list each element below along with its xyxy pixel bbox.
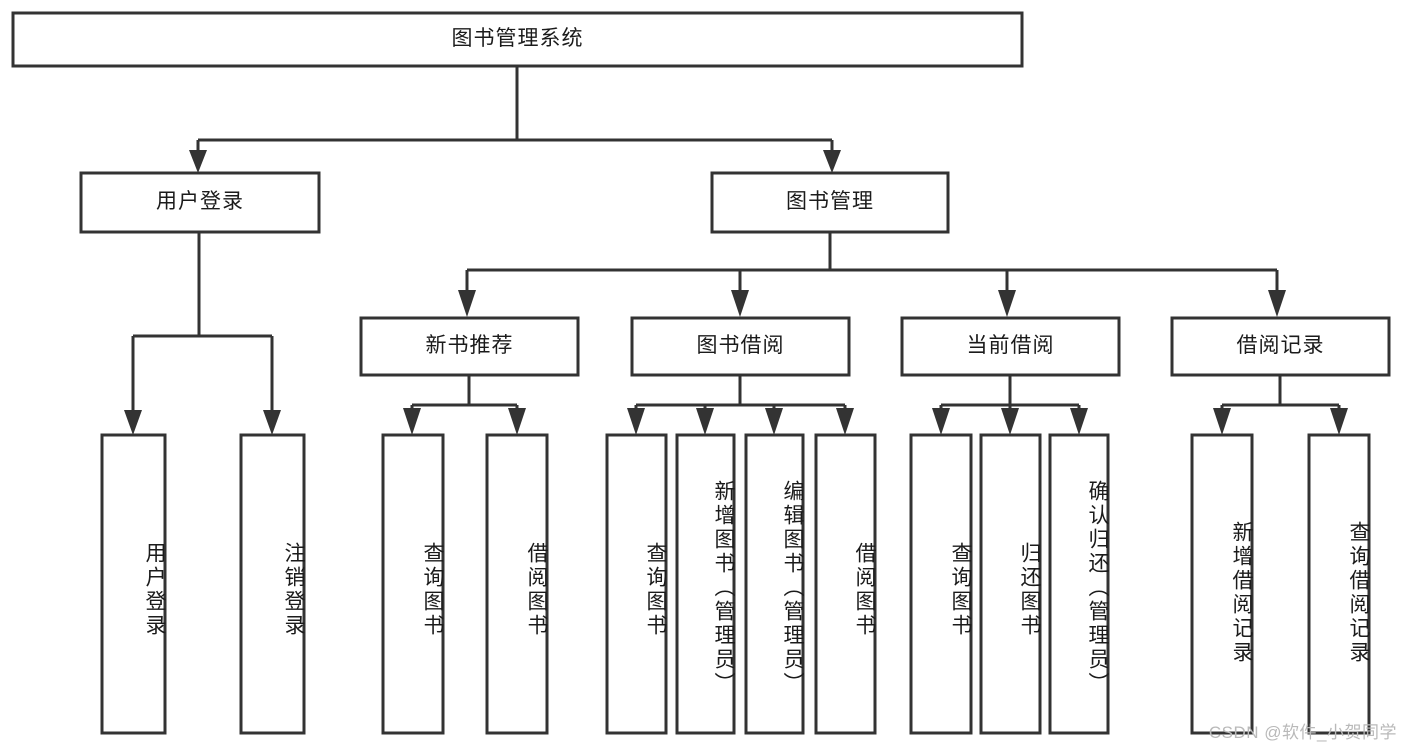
connector-book-borrow-to-leaves <box>627 375 854 435</box>
node-box-leaf-edit-book <box>744 433 805 735</box>
node-box-root <box>11 11 1024 68</box>
node-box-leaf-add-record <box>1190 433 1254 735</box>
node-box-leaf-user-login <box>100 433 167 735</box>
node-box-borrow-record <box>1170 316 1391 377</box>
node-box-leaf-query-book-1 <box>381 433 445 735</box>
node-box-leaf-borrow-book-1 <box>485 433 549 735</box>
node-box-leaf-query-record <box>1307 433 1371 735</box>
node-box-leaf-user-logout <box>239 433 306 735</box>
watermark-text: CSDN @软件_小贺同学 <box>1208 723 1397 742</box>
node-box-leaf-add-book <box>675 433 736 735</box>
node-box-leaf-query-book-2 <box>605 433 668 735</box>
node-box-leaf-query-book-3 <box>909 433 973 735</box>
node-box-current-borrow <box>900 316 1121 377</box>
node-box-book-manage <box>710 171 950 234</box>
node-box-leaf-confirm-return <box>1048 433 1110 735</box>
node-box-leaf-borrow-book-2 <box>814 433 877 735</box>
connector-root-to-level2 <box>189 66 841 173</box>
node-box-new-book-recommend <box>359 316 580 377</box>
node-box-user-login <box>79 171 321 234</box>
connector-current-borrow-to-leaves <box>932 375 1088 435</box>
connector-borrow-record-to-leaves <box>1213 375 1348 435</box>
connector-new-book-recommend-to-leaves <box>403 375 526 435</box>
connector-user-login-to-leaves <box>124 232 281 435</box>
connector-book-manage-to-level3 <box>458 232 1286 317</box>
node-box-book-borrow <box>630 316 851 377</box>
node-box-leaf-return-book <box>979 433 1042 735</box>
